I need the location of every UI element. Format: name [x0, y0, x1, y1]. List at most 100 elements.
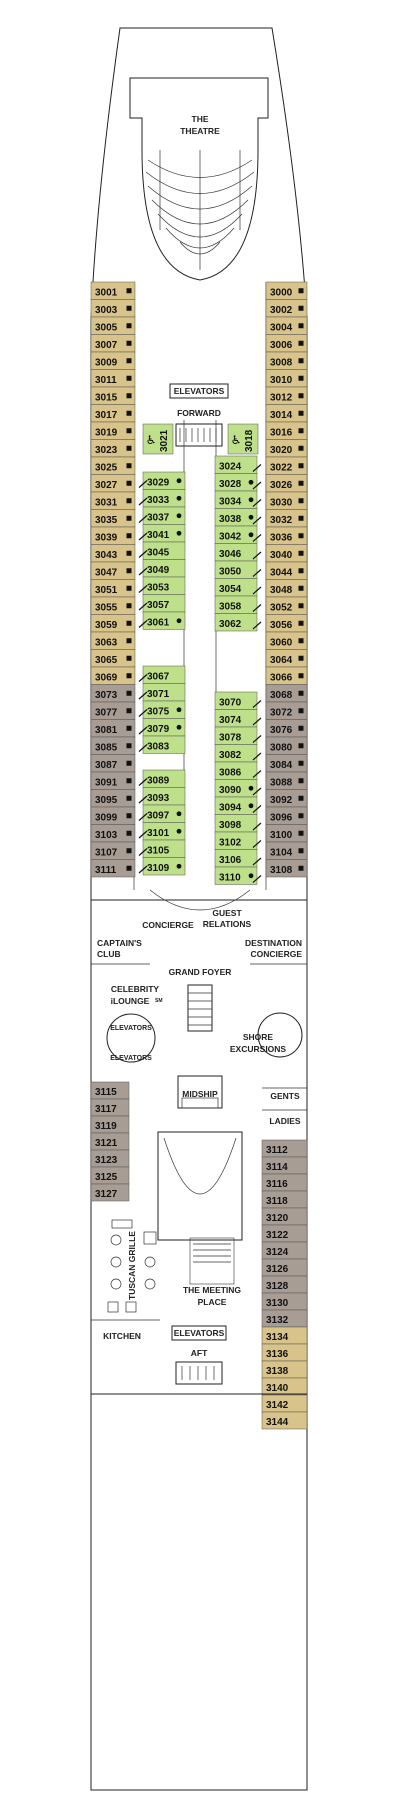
cabin-3108[interactable]: 3108 — [265, 859, 308, 878]
cabin-3107[interactable]: 3107 — [90, 841, 136, 860]
cabin-3044[interactable]: 3044 — [265, 561, 308, 580]
cabin-3080[interactable]: 3080 — [265, 736, 308, 755]
cabin-3012[interactable]: 3012 — [265, 386, 308, 405]
cabin-3119[interactable]: 3119 — [90, 1115, 130, 1134]
cabin-3038[interactable]: 3038 — [214, 508, 262, 527]
cabin-3060[interactable]: 3060 — [265, 631, 308, 650]
cabin-3087[interactable]: 3087 — [90, 754, 136, 773]
cabin-3043[interactable]: 3043 — [90, 544, 136, 563]
cabin-3069[interactable]: 3069 — [90, 666, 136, 685]
cabin-3064[interactable]: 3064 — [265, 649, 308, 668]
cabin-3065[interactable]: 3065 — [90, 649, 136, 668]
cabin-3079[interactable]: 3079 — [138, 718, 186, 737]
cabin-3033[interactable]: 3033 — [138, 489, 186, 508]
cabin-3052[interactable]: 3052 — [265, 596, 308, 615]
cabin-3092[interactable]: 3092 — [265, 789, 308, 808]
cabin-3117[interactable]: 3117 — [90, 1098, 130, 1117]
cabin-3106[interactable]: 3106 — [214, 849, 262, 868]
cabin-3130[interactable]: 3130 — [261, 1292, 308, 1311]
cabin-3059[interactable]: 3059 — [90, 614, 136, 633]
cabin-3104[interactable]: 3104 — [265, 841, 308, 860]
cabin-3010[interactable]: 3010 — [265, 369, 308, 388]
cabin-3042[interactable]: 3042 — [214, 525, 262, 544]
cabin-3102[interactable]: 3102 — [214, 831, 262, 850]
cabin-3053[interactable]: 3053 — [138, 576, 186, 595]
cabin-3110[interactable]: 3110 — [214, 866, 262, 885]
cabin-3004[interactable]: 3004 — [265, 316, 308, 335]
cabin-3022[interactable]: 3022 — [265, 456, 308, 475]
cabin-3127[interactable]: 3127 — [90, 1183, 130, 1202]
cabin-3014[interactable]: 3014 — [265, 404, 308, 423]
cabin-3078[interactable]: 3078 — [214, 726, 262, 745]
cabin-3016[interactable]: 3016 — [265, 421, 308, 440]
cabin-3095[interactable]: 3095 — [90, 789, 136, 808]
cabin-3132[interactable]: 3132 — [261, 1309, 308, 1328]
cabin-3101[interactable]: 3101 — [138, 822, 186, 841]
cabin-3140[interactable]: 3140 — [261, 1377, 308, 1396]
cabin-3138[interactable]: 3138 — [261, 1360, 308, 1379]
cabin-3023[interactable]: 3023 — [90, 439, 136, 458]
cabin-3103[interactable]: 3103 — [90, 824, 136, 843]
cabin-3136[interactable]: 3136 — [261, 1343, 308, 1362]
cabin-3047[interactable]: 3047 — [90, 561, 136, 580]
cabin-3035[interactable]: 3035 — [90, 509, 136, 528]
cabin-3074[interactable]: 3074 — [214, 709, 262, 728]
cabin-3097[interactable]: 3097 — [138, 804, 186, 823]
cabin-3061[interactable]: 3061 — [138, 611, 186, 630]
cabin-3034[interactable]: 3034 — [214, 490, 262, 509]
cabin-3048[interactable]: 3048 — [265, 579, 308, 598]
cabin-3066[interactable]: 3066 — [265, 666, 308, 685]
cabin-3062[interactable]: 3062 — [214, 613, 262, 632]
cabin-3011[interactable]: 3011 — [90, 369, 136, 388]
cabin-3120[interactable]: 3120 — [261, 1207, 308, 1226]
cabin-3090[interactable]: 3090 — [214, 779, 262, 798]
cabin-3030[interactable]: 3030 — [265, 491, 308, 510]
cabin-3094[interactable]: 3094 — [214, 796, 262, 815]
cabin-3027[interactable]: 3027 — [90, 474, 136, 493]
cabin-3125[interactable]: 3125 — [90, 1166, 130, 1185]
cabin-3071[interactable]: 3071 — [138, 683, 186, 702]
cabin-3086[interactable]: 3086 — [214, 761, 262, 780]
cabin-3055[interactable]: 3055 — [90, 596, 136, 615]
cabin-3001[interactable]: 3001 — [90, 281, 136, 300]
cabin-3144[interactable]: 3144 — [261, 1411, 308, 1430]
cabin-3100[interactable]: 3100 — [265, 824, 308, 843]
cabin-3088[interactable]: 3088 — [265, 771, 308, 790]
cabin-3005[interactable]: 3005 — [90, 316, 136, 335]
cabin-3114[interactable]: 3114 — [261, 1156, 308, 1175]
cabin-3009[interactable]: 3009 — [90, 351, 136, 370]
cabin-3057[interactable]: 3057 — [138, 594, 186, 613]
cabin-3109[interactable]: 3109 — [138, 857, 186, 876]
cabin-3091[interactable]: 3091 — [90, 771, 136, 790]
cabin-3050[interactable]: 3050 — [214, 560, 262, 579]
cabin-3032[interactable]: 3032 — [265, 509, 308, 528]
cabin-3058[interactable]: 3058 — [214, 595, 262, 614]
cabin-3002[interactable]: 3002 — [265, 299, 308, 318]
cabin-3000[interactable]: 3000 — [265, 281, 308, 300]
cabin-3077[interactable]: 3077 — [90, 701, 136, 720]
cabin-3118[interactable]: 3118 — [261, 1190, 308, 1209]
cabin-3089[interactable]: 3089 — [138, 769, 186, 788]
cabin-3081[interactable]: 3081 — [90, 719, 136, 738]
cabin-3051[interactable]: 3051 — [90, 579, 136, 598]
cabin-3067[interactable]: 3067 — [138, 665, 186, 684]
cabin-3021[interactable]: ♿3021 — [142, 423, 174, 455]
cabin-3017[interactable]: 3017 — [90, 404, 136, 423]
cabin-3029[interactable]: 3029 — [138, 471, 186, 490]
cabin-3006[interactable]: 3006 — [265, 334, 308, 353]
cabin-3068[interactable]: 3068 — [265, 684, 308, 703]
cabin-3122[interactable]: 3122 — [261, 1224, 308, 1243]
cabin-3116[interactable]: 3116 — [261, 1173, 308, 1192]
cabin-3098[interactable]: 3098 — [214, 814, 262, 833]
cabin-3121[interactable]: 3121 — [90, 1132, 130, 1151]
cabin-3046[interactable]: 3046 — [214, 543, 262, 562]
cabin-3019[interactable]: 3019 — [90, 421, 136, 440]
cabin-3111[interactable]: 3111 — [90, 859, 136, 878]
cabin-3028[interactable]: 3028 — [214, 473, 262, 492]
cabin-3112[interactable]: 3112 — [261, 1139, 308, 1158]
cabin-3083[interactable]: 3083 — [138, 735, 186, 754]
cabin-3041[interactable]: 3041 — [138, 524, 186, 543]
cabin-3115[interactable]: 3115 — [90, 1081, 130, 1100]
cabin-3026[interactable]: 3026 — [265, 474, 308, 493]
cabin-3015[interactable]: 3015 — [90, 386, 136, 405]
